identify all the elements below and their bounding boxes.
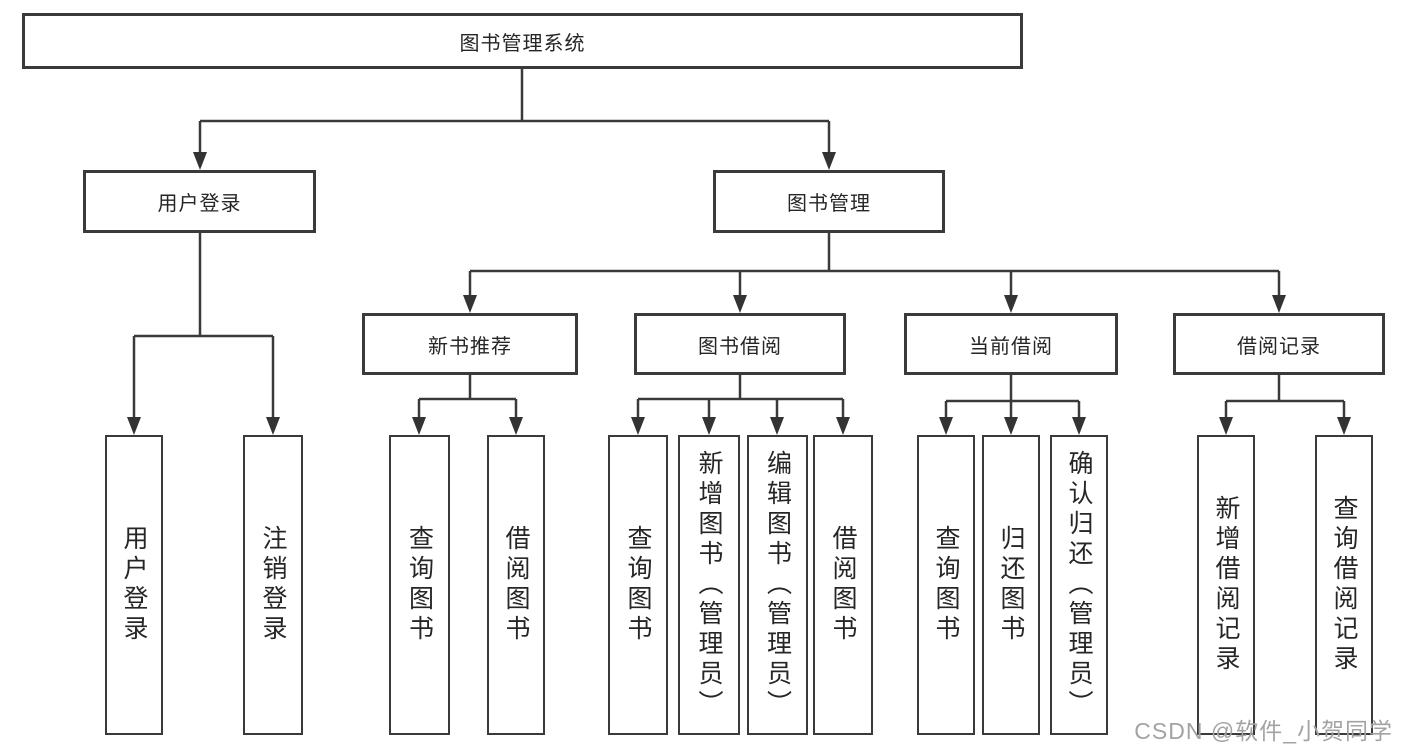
node-label: 查询图书	[405, 525, 434, 645]
leaf-borrow-books-1: 借阅图书	[487, 435, 545, 735]
leaf-query-books-2: 查询图书	[608, 435, 668, 735]
node-label: 用户登录	[157, 193, 242, 215]
node-label: 查询图书	[624, 525, 652, 645]
node-label: 借阅记录	[1237, 335, 1321, 358]
node-label: 新书推荐	[428, 335, 512, 358]
node-book-borrowing: 图书借阅	[634, 313, 846, 375]
leaf-borrow-books-2: 借阅图书	[813, 435, 873, 735]
node-label: 新增借阅记录	[1212, 495, 1240, 675]
leaf-edit-books-admin: 编辑图书（管理员）	[747, 435, 808, 735]
leaf-query-books-3: 查询图书	[917, 435, 975, 735]
node-user-login-branch: 用户登录	[83, 170, 316, 233]
leaf-query-books-1: 查询图书	[389, 435, 450, 735]
node-current-borrowing: 当前借阅	[904, 313, 1118, 375]
node-borrowing-records: 借阅记录	[1173, 313, 1385, 375]
node-label: 用户登录	[120, 525, 148, 645]
csdn-watermark: CSDN @软件_小贺同学	[1134, 718, 1393, 744]
leaf-add-books-admin: 新增图书（管理员）	[678, 435, 740, 735]
node-label: 新增图书（管理员）	[695, 450, 723, 720]
node-label: 借阅图书	[502, 525, 530, 645]
leaf-user-login: 用户登录	[105, 435, 163, 735]
leaf-logout: 注销登录	[243, 435, 303, 735]
node-label: 查询图书	[932, 525, 960, 645]
node-label: 查询借阅记录	[1330, 495, 1358, 675]
node-label: 图书管理	[787, 193, 871, 215]
node-label: 编辑图书（管理员）	[763, 450, 792, 720]
leaf-query-borrow-record: 查询借阅记录	[1315, 435, 1373, 735]
connector-lines	[132, 69, 1346, 418]
node-label: 图书借阅	[698, 335, 782, 358]
node-label: 注销登录	[259, 525, 287, 645]
node-label: 确认归还（管理员）	[1065, 450, 1093, 720]
arrowhead-icons	[127, 152, 1351, 435]
node-label: 归还图书	[997, 525, 1025, 645]
node-book-management-branch: 图书管理	[713, 170, 945, 233]
node-label: 借阅图书	[829, 525, 857, 645]
node-label: 图书管理系统	[459, 32, 586, 55]
node-library-management-system: 图书管理系统	[22, 13, 1023, 69]
node-new-book-recommendation: 新书推荐	[362, 313, 578, 375]
leaf-return-books: 归还图书	[982, 435, 1040, 735]
leaf-confirm-return-admin: 确认归还（管理员）	[1050, 435, 1108, 735]
leaf-add-borrow-record: 新增借阅记录	[1197, 435, 1255, 735]
node-label: 当前借阅	[969, 335, 1053, 358]
